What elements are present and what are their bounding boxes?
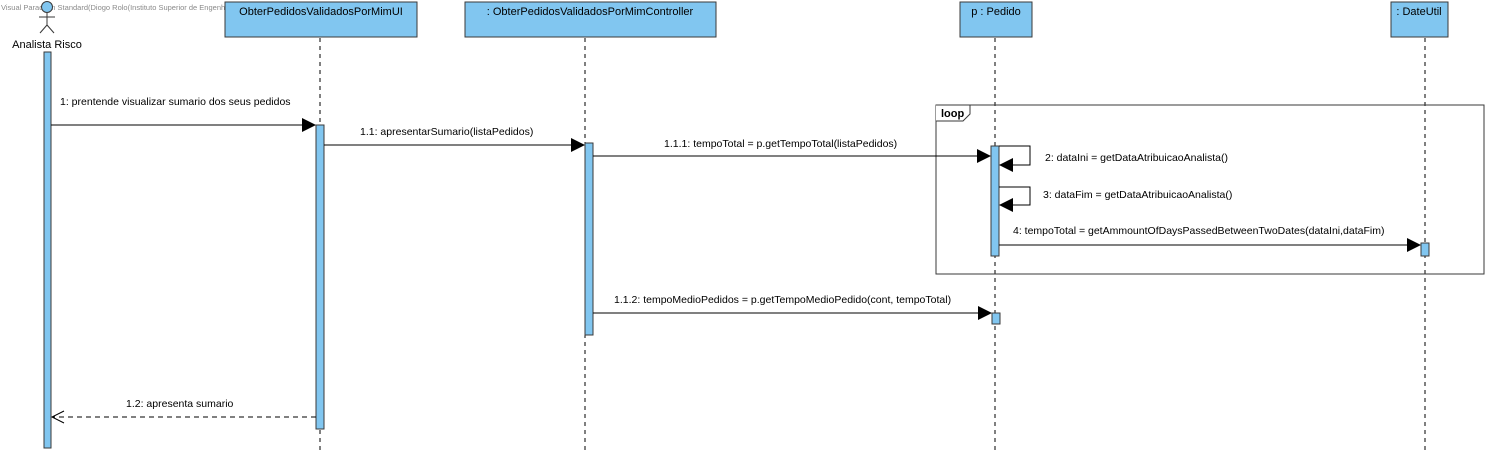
message-1-2-return[interactable]: 1.2: apresenta sumario <box>50 398 316 424</box>
lifeline-header-ui[interactable]: ObterPedidosValidadosPorMimUI <box>224 1 418 38</box>
message-4[interactable]: 4: tempoTotal = getAmmountOfDaysPassedBe… <box>999 225 1421 252</box>
actor-name: Analista Risco <box>12 39 82 51</box>
message-2-label: 2: dataIni = getDataAtribuicaoAnalista() <box>1045 152 1228 164</box>
stick-figure-icon <box>39 1 55 34</box>
loop-operator-label: loop <box>941 108 964 120</box>
message-1-1-1[interactable]: 1.1.1: tempoTotal = p.getTempoTotal(list… <box>593 138 991 163</box>
lifeline-header-controller[interactable]: : ObterPedidosValidadosPorMimController <box>464 1 717 38</box>
lifeline-header-dateutil[interactable]: : DateUtil <box>1390 1 1449 38</box>
loop-fragment: loop <box>935 104 1485 275</box>
activation-controller <box>584 142 594 336</box>
message-1-1-2-label: 1.1.2: tempoMedioPedidos = p.getTempoMed… <box>614 294 951 306</box>
lifeline-label-pedido: p : Pedido <box>971 6 1021 18</box>
lifeline-header-pedido[interactable]: p : Pedido <box>959 1 1033 38</box>
message-1[interactable]: 1: prentende visualizar sumario dos seus… <box>51 96 316 132</box>
message-1-1-label: 1.1: apresentarSumario(listaPedidos) <box>360 126 533 138</box>
message-1-2-label: 1.2: apresenta sumario <box>126 398 234 410</box>
activation-pedido-2 <box>991 312 1001 325</box>
message-3-label: 3: dataFim = getDataAtribuicaoAnalista() <box>1043 189 1232 201</box>
activation-dateutil <box>1420 242 1430 257</box>
activation-ui <box>315 124 325 430</box>
message-4-label: 4: tempoTotal = getAmmountOfDaysPassedBe… <box>1013 225 1384 237</box>
lifeline-label-controller: : ObterPedidosValidadosPorMimController <box>487 6 694 18</box>
message-3-self[interactable]: 3: dataFim = getDataAtribuicaoAnalista() <box>999 186 1232 212</box>
message-1-1[interactable]: 1.1: apresentarSumario(listaPedidos) <box>324 126 585 152</box>
watermark: Visual Paradigm Standard(Diogo Rolo(Inst… <box>1 3 274 12</box>
activation-pedido <box>990 145 1000 257</box>
lifeline-label-ui: ObterPedidosValidadosPorMimUI <box>239 6 403 18</box>
message-1-label: 1: prentende visualizar sumario dos seus… <box>60 96 291 108</box>
message-1-1-2[interactable]: 1.1.2: tempoMedioPedidos = p.getTempoMed… <box>593 294 992 320</box>
message-2-self[interactable]: 2: dataIni = getDataAtribuicaoAnalista() <box>999 145 1228 172</box>
activation-actor <box>43 51 52 449</box>
lifeline-label-dateutil: : DateUtil <box>1396 6 1441 18</box>
message-1-1-1-label: 1.1.1: tempoTotal = p.getTempoTotal(list… <box>664 138 897 150</box>
